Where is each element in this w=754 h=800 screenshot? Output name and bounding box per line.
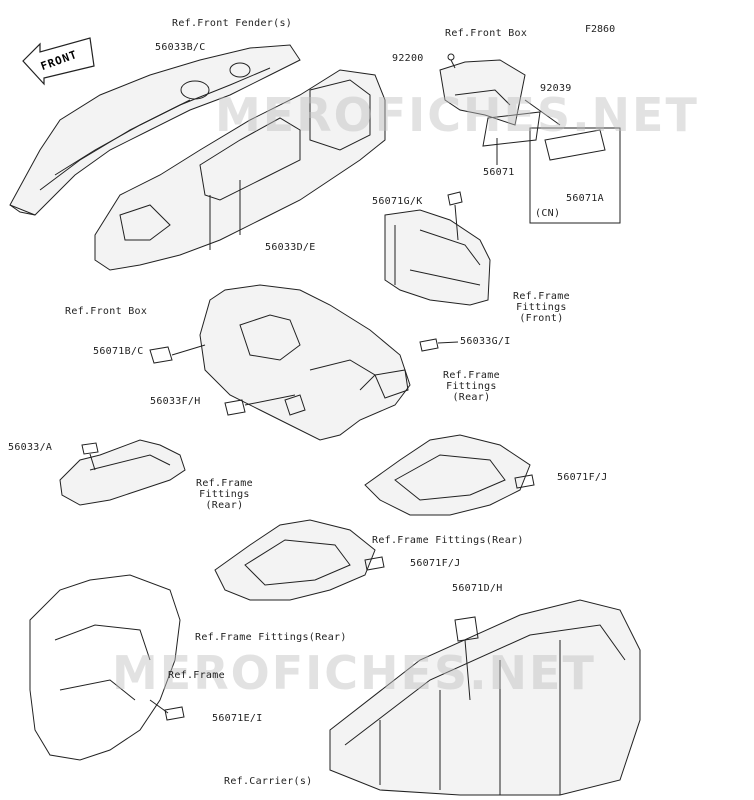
label-ref-frame-fittings-rear-1: Ref.Frame Fittings (Rear): [443, 370, 500, 403]
label-ref-frame: Ref.Frame: [168, 670, 225, 681]
label-56071fj-2: 56071F/J: [410, 558, 461, 569]
label-56071: 56071: [483, 167, 515, 178]
label-56071a: 56071A: [566, 193, 604, 204]
label-ref-frame-fittings-rear-4: Ref.Frame Fittings(Rear): [195, 632, 347, 643]
label-ref-frame-fittings-rear-3: Ref.Frame Fittings(Rear): [372, 535, 524, 546]
label-ref-front-fenders: Ref.Front Fender(s): [172, 18, 293, 29]
label-ref-frame-fittings-rear-2: Ref.Frame Fittings (Rear): [196, 478, 253, 511]
front-box-part: [94, 69, 386, 271]
label-56033de: 56033D/E: [265, 242, 316, 253]
frame-part: [29, 574, 185, 761]
front-frame-fittings-part: [384, 191, 491, 306]
label-ref-carriers: Ref.Carrier(s): [224, 776, 313, 787]
front-arrow-icon: [22, 37, 95, 86]
label-cn: (CN): [535, 208, 561, 219]
center-console-part: [149, 284, 459, 441]
label-56033a: 56033/A: [8, 442, 53, 453]
label-56071gk: 56071G/K: [372, 196, 423, 207]
left-floor-plate-part: [59, 439, 186, 506]
right-floor-plate-part: [364, 434, 535, 516]
label-ref-front-box-left: Ref.Front Box: [65, 306, 148, 317]
front-box-lid-part: [439, 53, 621, 224]
label-56071dh: 56071D/H: [452, 583, 503, 594]
front-fender-part: [9, 44, 301, 216]
label-92039: 92039: [540, 83, 572, 94]
label-56033fh: 56033F/H: [150, 396, 201, 407]
label-92200: 92200: [392, 53, 424, 64]
front-direction-indicator: FRONT: [18, 36, 98, 86]
label-56033bc: 56033B/C: [155, 42, 206, 53]
label-ref-frame-fittings-front: Ref.Frame Fittings (Front): [513, 291, 570, 324]
watermark-top: MEROFICHES.NET: [215, 88, 699, 142]
watermark-bottom: MEROFICHES.NET: [112, 646, 596, 700]
label-56033gi: 56033G/I: [460, 336, 511, 347]
middle-floor-plate-part: [214, 519, 385, 601]
label-56071ei: 56071E/I: [212, 713, 263, 724]
figure-id: F2860: [585, 24, 616, 35]
label-ref-front-box-top: Ref.Front Box: [445, 28, 528, 39]
label-56071fj-1: 56071F/J: [557, 472, 608, 483]
cargo-bed-part: [329, 599, 641, 796]
label-56071bc: 56071B/C: [93, 346, 144, 357]
